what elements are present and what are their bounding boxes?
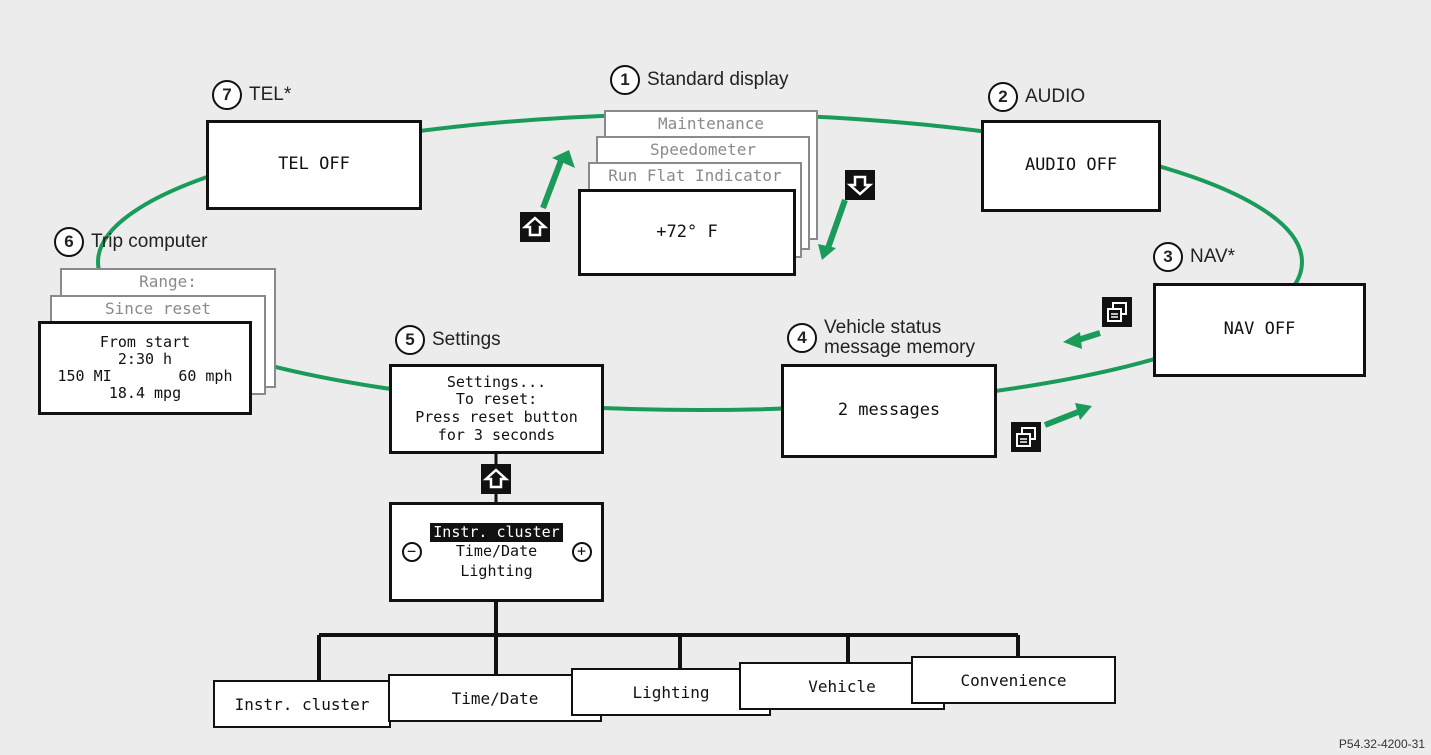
step-number: 1 (610, 65, 640, 95)
submenu-tree (317, 600, 1020, 683)
minus-icon[interactable]: − (401, 542, 422, 562)
label-text: NAV* (1190, 246, 1236, 267)
settings-box: Settings... To reset: Press reset button… (389, 364, 604, 454)
step-number: 7 (212, 80, 242, 110)
label-line-1: Vehicle status (824, 317, 942, 338)
step-number: 3 (1153, 242, 1183, 272)
vehicle-right-green-arrow (1043, 403, 1092, 428)
nav-box: NAV OFF (1153, 283, 1366, 377)
label-audio: 2 AUDIO (988, 82, 1085, 112)
trip-distance: 150 MI (57, 367, 112, 385)
submenu-vehicle[interactable]: Vehicle (739, 662, 945, 710)
label-standard-display: 1 Standard display (610, 65, 789, 95)
menu-item-time-date[interactable]: Time/Date (455, 542, 538, 561)
label-line-2: message memory (824, 336, 975, 358)
step-number: 4 (787, 322, 817, 353)
step-number: 5 (395, 325, 425, 355)
label-vehicle-status: 4 Vehicle status message memory (787, 318, 975, 358)
menu-item-lighting[interactable]: Lighting (460, 562, 533, 580)
submenu-convenience[interactable]: Convenience (911, 656, 1116, 704)
submenu-lighting[interactable]: Lighting (571, 668, 771, 716)
label-tel: 7 TEL* (212, 80, 291, 110)
page-button-icon[interactable] (1102, 297, 1132, 327)
audio-box: AUDIO OFF (981, 120, 1161, 212)
down-arrow-button-icon[interactable] (845, 170, 875, 200)
up-arrow-button-icon[interactable] (481, 464, 511, 494)
settings-menu-box: Instr. cluster − Time/Date + Lighting (389, 502, 604, 602)
label-text: TEL* (249, 84, 292, 105)
label-nav: 3 NAV* (1153, 242, 1235, 272)
trip-line: 18.4 mpg (108, 384, 182, 403)
trip-computer-box: From start 2:30 h 150 MI 60 mph 18.4 mpg (38, 321, 252, 415)
page-button-icon[interactable] (1011, 422, 1041, 452)
step-number: 6 (54, 227, 84, 257)
settings-line: Press reset button (415, 408, 578, 426)
submenu-instr-cluster[interactable]: Instr. cluster (213, 680, 391, 728)
label-text: Trip computer (91, 231, 208, 252)
nav-left-green-arrow (1063, 330, 1101, 349)
settings-line: for 3 seconds (437, 425, 556, 444)
figure-reference: P54.32-4200-31 (1338, 737, 1425, 751)
label-text: Standard display (647, 69, 789, 90)
tel-box: TEL OFF (206, 120, 422, 210)
menu-item-selected[interactable]: Instr. cluster (430, 522, 563, 542)
label-trip-computer: 6 Trip computer (54, 227, 208, 257)
up-arrow-button-icon[interactable] (520, 212, 550, 242)
step-number: 2 (988, 82, 1018, 112)
standard-display-box: +72° F (578, 189, 796, 276)
label-settings: 5 Settings (395, 325, 501, 355)
plus-icon[interactable]: + (571, 542, 592, 562)
label-text: AUDIO (1025, 86, 1086, 107)
label-text: Settings (432, 329, 501, 350)
settings-line: Settings... (446, 372, 547, 391)
settings-line: To reset: (455, 390, 538, 409)
trip-line: 2:30 h (117, 349, 173, 368)
submenu-time-date[interactable]: Time/Date (388, 674, 602, 722)
down-green-arrow (818, 198, 848, 260)
trip-speed: 60 mph (178, 367, 233, 385)
up-green-arrow (540, 150, 575, 210)
trip-line: From start (99, 332, 191, 351)
vehicle-status-box: 2 messages (781, 364, 997, 458)
